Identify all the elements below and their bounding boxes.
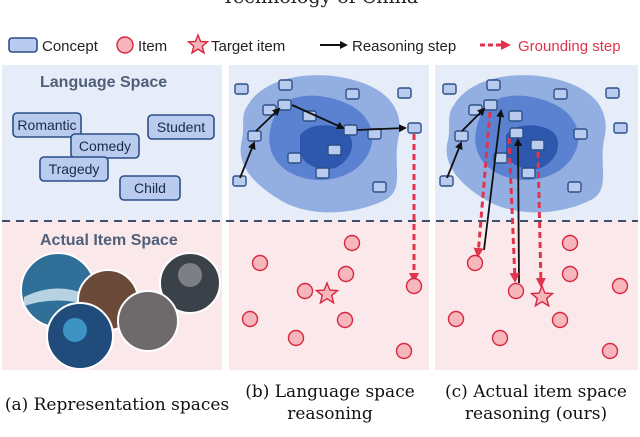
reasoning-arrow <box>446 141 463 179</box>
item-node <box>466 254 484 272</box>
concept-node <box>247 130 262 142</box>
concept-label-student: Student <box>157 119 205 135</box>
item-legend-icon <box>116 36 134 54</box>
language-space-title: Language Space <box>40 74 167 91</box>
reasoning-arrow <box>483 109 505 251</box>
reasoning-arrow <box>356 124 407 133</box>
concept-node <box>367 128 382 140</box>
legend-concept-label: Concept <box>42 38 99 55</box>
reasoning-arrow <box>514 138 523 284</box>
panel-c <box>439 75 629 360</box>
grounding-arrow <box>535 151 546 288</box>
item-node <box>337 265 355 283</box>
language-space-inner-region <box>300 125 353 170</box>
movie-poster-collage <box>20 252 221 370</box>
caption-c-line2: reasoning (ours) <box>465 404 607 424</box>
concept-node <box>234 83 249 95</box>
concept-label-romantic: Romantic <box>17 117 76 133</box>
concept-label-tragedy: Tragedy <box>49 161 100 177</box>
concept-node <box>397 87 412 99</box>
item-node <box>405 277 423 295</box>
concept-node <box>521 167 536 179</box>
concept-node <box>553 88 568 100</box>
item-node <box>296 282 314 300</box>
concept-node <box>345 88 360 100</box>
concept-node <box>509 127 524 139</box>
concept-node <box>573 128 588 140</box>
concept-legend-icon <box>8 37 38 53</box>
item-node <box>491 329 509 347</box>
panel-a: Language Space Romantic Student Comedy T… <box>12 74 221 370</box>
caption-c-line1: (c) Actual item space <box>445 382 627 402</box>
concept-node <box>287 152 302 164</box>
item-node <box>561 265 579 283</box>
item-node <box>251 254 269 272</box>
concept-box-tragedy <box>39 156 109 182</box>
reasoning-arrow <box>461 107 486 132</box>
concept-node <box>315 167 330 179</box>
concept-node <box>483 99 498 111</box>
panel-b <box>232 75 423 360</box>
caption-b-line2: reasoning <box>287 404 373 424</box>
item-node <box>551 311 569 329</box>
concept-box-romantic <box>12 112 82 138</box>
concept-node <box>278 79 293 91</box>
grounding-arrow <box>473 111 492 258</box>
concept-label-comedy: Comedy <box>79 138 131 154</box>
item-node <box>287 329 305 347</box>
item-node <box>611 277 629 295</box>
reasoning-arrow <box>291 104 345 130</box>
item-node <box>241 310 259 328</box>
target-item-star <box>314 281 340 305</box>
legend-grounding-step-label: Grounding step <box>518 38 621 55</box>
concept-label-child: Child <box>134 180 166 196</box>
item-node <box>343 234 361 252</box>
grounding-arrow <box>507 137 520 283</box>
concept-node <box>232 175 247 187</box>
legend: Concept Item Target item Reasoning step … <box>8 33 621 55</box>
concept-node <box>530 139 545 151</box>
captions: (a) Representation spaces (b) Language s… <box>5 382 627 424</box>
movie-poster-4 <box>117 290 179 352</box>
target-item-legend-icon <box>186 33 210 55</box>
item-node <box>395 342 413 360</box>
header-title: Technology of China <box>0 0 640 8</box>
concept-node <box>486 79 501 91</box>
concept-node <box>343 124 358 136</box>
concept-node <box>277 99 292 111</box>
target-item-star <box>529 284 555 308</box>
concept-node <box>567 181 582 193</box>
legend-item-label: Item <box>138 38 167 55</box>
item-node <box>336 311 354 329</box>
caption-a: (a) Representation spaces <box>5 395 229 415</box>
legend-target-item-label: Target item <box>211 38 285 55</box>
item-node <box>507 282 525 300</box>
caption-b-line1: (b) Language space <box>245 382 415 402</box>
concept-node <box>372 181 387 193</box>
reasoning-arrow <box>239 141 256 179</box>
concept-box-child <box>119 175 181 201</box>
concept-node <box>508 110 523 122</box>
concept-node <box>327 144 342 156</box>
item-node <box>447 310 465 328</box>
concept-node <box>454 130 469 142</box>
concept-node <box>407 122 422 134</box>
concept-node <box>493 152 508 164</box>
item-space-title: Actual Item Space <box>40 232 178 249</box>
item-node <box>601 342 619 360</box>
concept-node <box>442 83 457 95</box>
concept-node <box>439 175 454 187</box>
concept-box-student <box>147 114 215 140</box>
concept-node <box>613 122 628 134</box>
concept-node <box>605 87 620 99</box>
reasoning-arrow <box>255 107 281 132</box>
legend-reasoning-step-label: Reasoning step <box>352 38 456 55</box>
item-node <box>561 234 579 252</box>
